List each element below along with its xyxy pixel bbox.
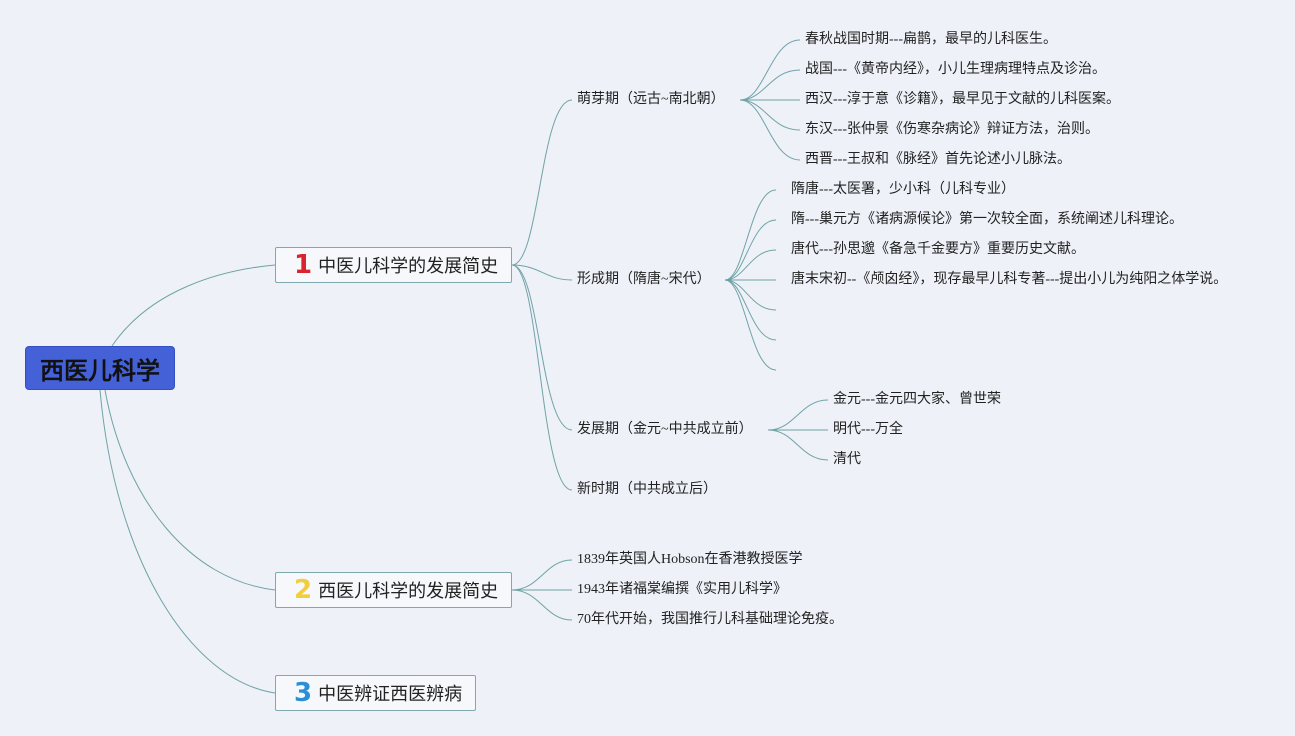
link-b1-c2 [511,264,573,281]
leaf-western-3[interactable]: 70年代开始，我国推行儿科基础理论免疫。 [577,612,843,627]
link-g2-5 [724,279,777,311]
branch-3-topic[interactable]: 3 中医辨证西医辨病 [275,675,476,711]
link-g1-5 [739,99,801,161]
link-g1-4 [739,99,801,131]
number-3-icon: 3 [294,678,313,708]
link-g3-1 [767,399,829,431]
topic-development-period[interactable]: 发展期（金元~中共成立前） [577,422,753,437]
link-g3-3 [767,429,829,461]
link-g2-6 [724,279,777,341]
link-g2-1 [724,189,777,281]
leaf-sprout-3[interactable]: 西汉---淳于意《诊籍》，最早见于文献的儿科医案。 [805,92,1120,107]
link-b2-c1 [511,559,573,591]
link-root-b1 [111,264,276,347]
branch-2-topic[interactable]: 2 西医儿科学的发展简史 [275,572,512,608]
leaf-western-2[interactable]: 1943年诸福棠编撰《实用儿科学》 [577,582,787,597]
topic-new-period[interactable]: 新时期（中共成立后） [577,482,717,497]
leaf-western-1[interactable]: 1839年英国人Hobson在香港教授医学 [577,552,803,567]
number-1-icon: 1 [294,250,313,280]
link-g2-2 [724,219,777,281]
link-b1-c1 [511,99,573,266]
root-topic[interactable]: 西医儿科学 [25,346,175,390]
leaf-sprout-2[interactable]: 战国---《黄帝内经》，小儿生理病理特点及诊治。 [805,62,1106,77]
leaf-sprout-5[interactable]: 西晋---王叔和《脉经》首先论述小儿脉法。 [805,152,1071,167]
leaf-formation-4[interactable]: 唐末宋初--《颅囟经》，现存最早儿科专著---提出小儿为纯阳之体学说。 [791,272,1228,287]
link-b1-c4 [511,264,573,491]
leaf-development-2[interactable]: 明代---万全 [833,422,903,437]
link-b2-c3 [511,589,573,621]
link-g2-7 [724,279,777,371]
link-root-b2 [104,389,276,591]
leaf-sprout-1[interactable]: 春秋战国时期---扁鹊，最早的儿科医生。 [805,32,1057,47]
leaf-formation-1[interactable]: 隋唐---太医署，少小科（儿科专业） [791,182,1015,197]
topic-formation-period[interactable]: 形成期（隋唐~宋代） [577,272,711,287]
branch-2-label: 西医儿科学的发展简史 [318,581,499,602]
branch-1-topic[interactable]: 1 中医儿科学的发展简史 [275,247,512,283]
root-label: 西医儿科学 [40,356,160,385]
topic-sprout-period[interactable]: 萌芽期（远古~南北朝） [577,92,725,107]
leaf-development-3[interactable]: 清代 [833,452,861,467]
link-g1-2 [739,69,801,101]
number-2-icon: 2 [294,575,313,605]
link-b1-c3 [511,264,573,431]
leaf-development-1[interactable]: 金元---金元四大家、曾世荣 [833,392,1001,407]
leaf-formation-2[interactable]: 隋---巢元方《诸病源候论》第一次较全面，系统阐述儿科理论。 [791,212,1183,227]
leaf-sprout-4[interactable]: 东汉---张仲景《伤寒杂病论》辩证方法，治则。 [805,122,1099,137]
link-root-b3 [99,389,276,694]
link-g1-1 [739,39,801,101]
branch-1-label: 中医儿科学的发展简史 [318,256,499,277]
leaf-formation-3[interactable]: 唐代---孙思邈《备急千金要方》重要历史文献。 [791,242,1085,257]
link-g2-3 [724,249,777,281]
branch-3-label: 中医辨证西医辨病 [318,684,463,705]
